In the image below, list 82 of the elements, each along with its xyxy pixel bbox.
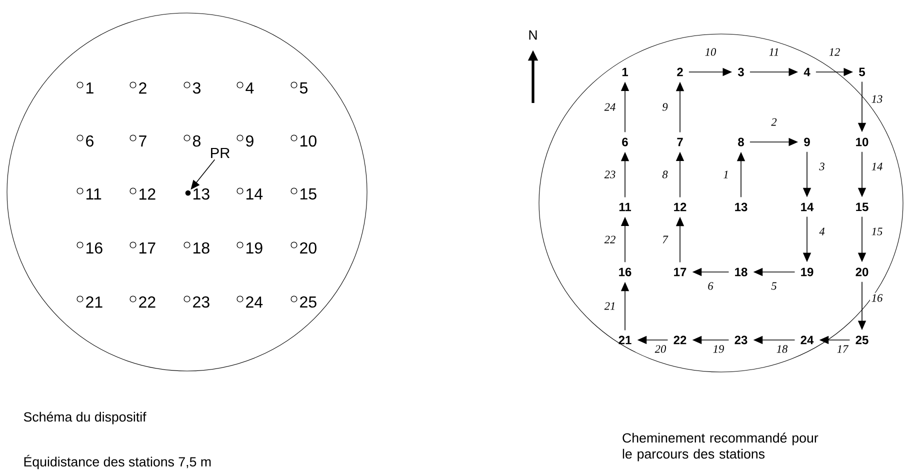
station-number: 18	[735, 268, 748, 276]
plot-circle	[6, 12, 368, 372]
station-number: 12	[674, 202, 686, 212]
station-number: 15	[300, 188, 316, 200]
edge-label: 12	[828, 46, 842, 58]
edge-label: 10	[704, 46, 718, 58]
point-label: PR	[211, 148, 230, 158]
edge-label: 7	[660, 234, 670, 245]
station-number: 7	[139, 136, 146, 146]
station-number: 10	[856, 138, 868, 146]
edge-label: 23	[603, 169, 617, 180]
station-number: 8	[738, 138, 744, 146]
edge-label: 6	[706, 280, 715, 292]
station-number: 2	[677, 68, 683, 76]
edge-label: 9	[660, 102, 670, 112]
station-number: 5	[859, 68, 865, 76]
station-number: 6	[86, 135, 94, 147]
caption: Cheminement recommandé pour le parcours des stations	[622, 432, 818, 462]
edge-label: 17	[836, 344, 850, 354]
caption: Schéma du dispositif	[24, 412, 146, 424]
edge-label: 11	[767, 46, 781, 58]
plot-circle	[538, 34, 904, 372]
station-number: 13	[194, 188, 210, 200]
edge-label: 3	[818, 161, 826, 172]
station-number: 7	[677, 138, 683, 146]
caption: Équidistance des stations 7,5 m	[24, 454, 211, 470]
edge-label: 13	[870, 94, 884, 104]
station-number: 12	[140, 188, 156, 200]
edge-label: 18	[775, 344, 789, 354]
station-number: 20	[856, 268, 868, 276]
edge-label: 22	[603, 234, 617, 245]
station-number: 22	[139, 296, 156, 308]
edge-label: 14	[870, 161, 884, 172]
station-number: 18	[194, 242, 210, 254]
station-number: 24	[800, 336, 814, 344]
station-number: 25	[856, 336, 868, 344]
station-number: 13	[735, 202, 748, 212]
station-number: 16	[86, 242, 102, 254]
station-number: 23	[193, 296, 210, 308]
station-number: 1	[86, 82, 94, 94]
station-number: 5	[300, 82, 308, 94]
edge-label: 5	[770, 280, 778, 292]
station-number: 16	[619, 268, 632, 276]
compass-letter: N	[529, 30, 537, 40]
edge-label: 4	[818, 226, 826, 237]
edge-label: 19	[712, 344, 726, 354]
edge-label: 8	[660, 169, 670, 180]
station-number: 14	[246, 188, 263, 200]
station-number: 17	[674, 268, 686, 276]
edge-label: 15	[870, 226, 884, 237]
edge-label: 16	[870, 292, 884, 304]
station-number: 9	[246, 135, 254, 147]
station-number: 21	[86, 296, 102, 308]
station-number: 11	[619, 202, 631, 212]
station-number: 25	[300, 296, 316, 308]
station-number: 4	[246, 82, 254, 94]
station-number: 3	[738, 68, 744, 76]
station-number: 19	[801, 268, 814, 276]
station-number: 11	[86, 188, 102, 200]
station-number: 1	[622, 68, 628, 76]
station-number: 19	[246, 242, 262, 254]
edge-label: 20	[654, 344, 668, 354]
edge-label: 21	[603, 300, 617, 312]
station-number: 2	[139, 82, 146, 94]
station-number: 20	[300, 242, 316, 254]
station-number: 17	[140, 242, 156, 254]
station-number: 14	[801, 202, 814, 212]
station-number: 10	[300, 135, 316, 147]
edge-label: 1	[722, 169, 730, 180]
station-number: 23	[734, 336, 748, 344]
center-point	[185, 190, 191, 196]
station-number: 9	[804, 138, 810, 146]
edge-label: 24	[603, 102, 617, 112]
station-number: 15	[856, 202, 868, 212]
station-number: 21	[618, 336, 632, 344]
station-number: 22	[674, 336, 686, 344]
station-number: 3	[192, 82, 200, 94]
station-number: 4	[804, 68, 810, 76]
edge-label: 2	[770, 116, 778, 128]
station-number: 6	[622, 138, 628, 146]
station-number: 8	[192, 135, 200, 147]
station-number: 24	[246, 296, 263, 308]
